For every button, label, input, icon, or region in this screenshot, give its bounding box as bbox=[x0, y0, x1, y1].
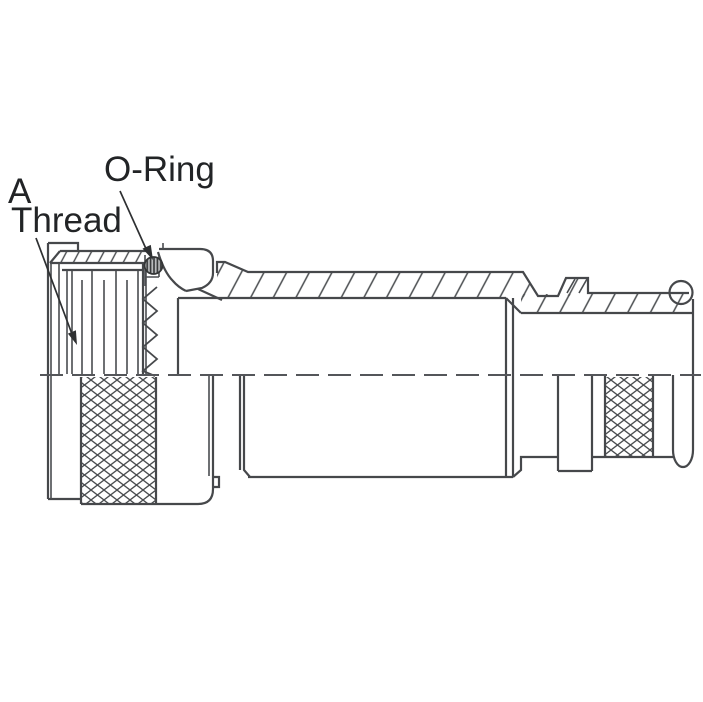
a-thread-leader-line bbox=[35, 237, 73, 335]
body-bore-front bbox=[176, 296, 506, 375]
body-wall-hatch bbox=[217, 262, 538, 297]
end-slot-bottom bbox=[671, 449, 695, 469]
nut-front-lip bbox=[48, 241, 80, 251]
o-ring-leader-line bbox=[119, 190, 148, 252]
callout-leaders bbox=[35, 190, 153, 345]
body-bottom-profile bbox=[248, 455, 558, 479]
nut-rear-notch bbox=[213, 475, 221, 489]
body-front-step bbox=[238, 375, 251, 478]
rear-nut-knurl bbox=[605, 377, 653, 457]
body-rear-wall bbox=[504, 298, 515, 477]
thread-root-lines bbox=[81, 280, 128, 374]
section-hatch-fills bbox=[50, 251, 693, 505]
outline-group bbox=[46, 241, 695, 506]
flange-tab-lines bbox=[566, 278, 588, 294]
o-ring-arrowhead bbox=[142, 244, 153, 260]
a-thread-label-line1: A bbox=[8, 172, 32, 211]
a-thread-label-line2: Thread bbox=[11, 201, 122, 240]
rear-wall-hatch bbox=[521, 294, 689, 313]
rear-wall-chamfer bbox=[505, 297, 522, 314]
nut-knurl-edges bbox=[79, 377, 158, 504]
nut-wall-edges bbox=[49, 249, 147, 272]
nut-wall-hatch bbox=[50, 251, 147, 263]
rear-flange-bottom bbox=[556, 375, 594, 473]
thread-crest-lines bbox=[71, 271, 139, 374]
nose-outer-curve bbox=[159, 247, 215, 293]
coupling-nut-knurl bbox=[81, 377, 156, 505]
thin-line-group bbox=[50, 243, 588, 499]
a-thread-arrowhead bbox=[67, 330, 77, 345]
nut-lip-walls bbox=[50, 263, 60, 499]
nut-bottom-profile bbox=[48, 375, 215, 506]
o-ring-label: O-Ring bbox=[104, 150, 215, 189]
body-top-profile bbox=[215, 260, 689, 298]
mating-thread-zigzag bbox=[141, 286, 159, 377]
nose-inner-curve bbox=[156, 251, 187, 292]
o-ring bbox=[143, 256, 164, 275]
rolled-end bbox=[668, 279, 694, 306]
rear-knurl-edges bbox=[603, 375, 655, 457]
